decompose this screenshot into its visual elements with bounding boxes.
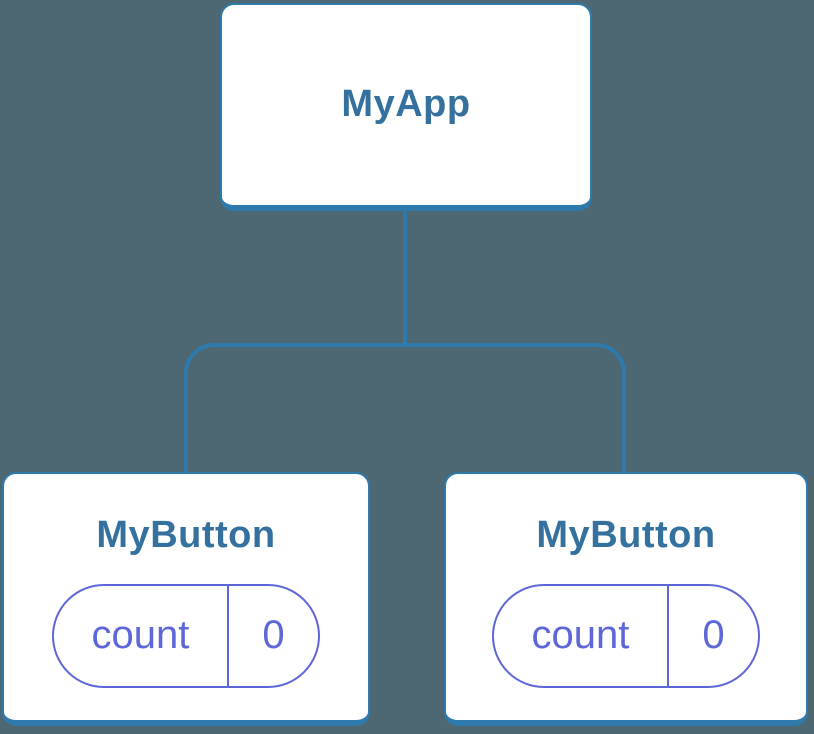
node-mybutton-right-label: MyButton [536,514,716,556]
node-mybutton-left: MyButton count 0 [2,472,370,726]
node-mybutton-left-label: MyButton [96,514,276,556]
node-mybutton-right: MyButton count 0 [444,472,808,726]
state-pill-left: count 0 [52,583,320,688]
state-value-label: 0 [702,613,725,658]
connector-bracket [184,343,626,472]
state-key-label: count [54,585,229,686]
state-value-label: 0 [262,613,285,658]
node-myapp: MyApp [220,3,592,211]
connector-stem [403,209,407,345]
state-key-label: count [494,585,669,686]
state-pill-right: count 0 [492,583,760,688]
node-myapp-label: MyApp [341,83,471,126]
